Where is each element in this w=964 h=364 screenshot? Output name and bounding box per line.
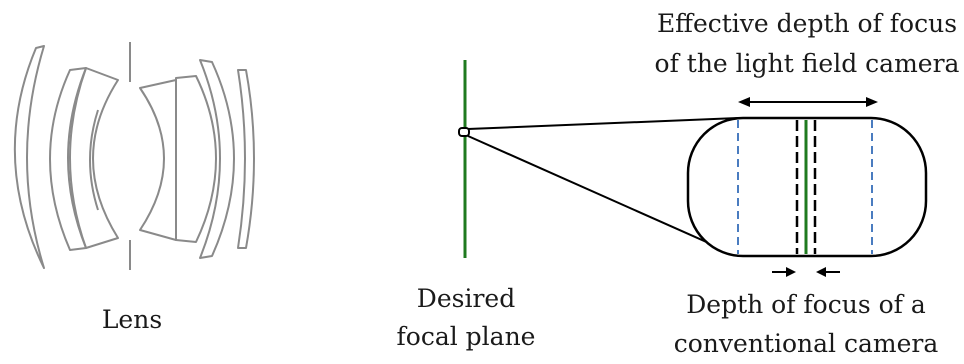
lens-element-left-3: [69, 67, 119, 249]
lens-element-right-3: [199, 59, 235, 259]
lens-assembly: [13, 42, 255, 270]
zoom-line-bottom: [467, 135, 739, 257]
lens-element-right-2: [175, 75, 217, 243]
focal-plane-sample-region: [458, 127, 470, 137]
light-field-dof-arrowhead-right: [866, 97, 878, 107]
light-field-dof-label-line2: of the light field camera: [655, 49, 960, 78]
conventional-dof-arrowhead-right: [816, 267, 826, 277]
light-field-dof-label-line1: Effective depth of focus: [657, 9, 957, 38]
conventional-dof-arrowhead-left: [786, 267, 796, 277]
lens-element-center-left: [89, 109, 99, 211]
zoom-line-top: [467, 117, 739, 130]
conventional-dof-label-line2: conventional camera: [674, 329, 939, 358]
zoomed-view: [686, 116, 928, 258]
conventional-dof-label-line1: Depth of focus of a: [686, 290, 926, 319]
lens-element-outer-right: [237, 69, 255, 249]
lens-element-right-1: [139, 79, 177, 241]
lens-element-left-2: [49, 67, 87, 251]
light-field-dof-arrowhead-left: [738, 97, 750, 107]
lens-label: Lens: [102, 305, 162, 334]
focal-plane-label-line2: focal plane: [397, 322, 536, 351]
lens-element-outer-left: [13, 45, 45, 269]
focal-plane-label-line1: Desired: [417, 284, 515, 313]
